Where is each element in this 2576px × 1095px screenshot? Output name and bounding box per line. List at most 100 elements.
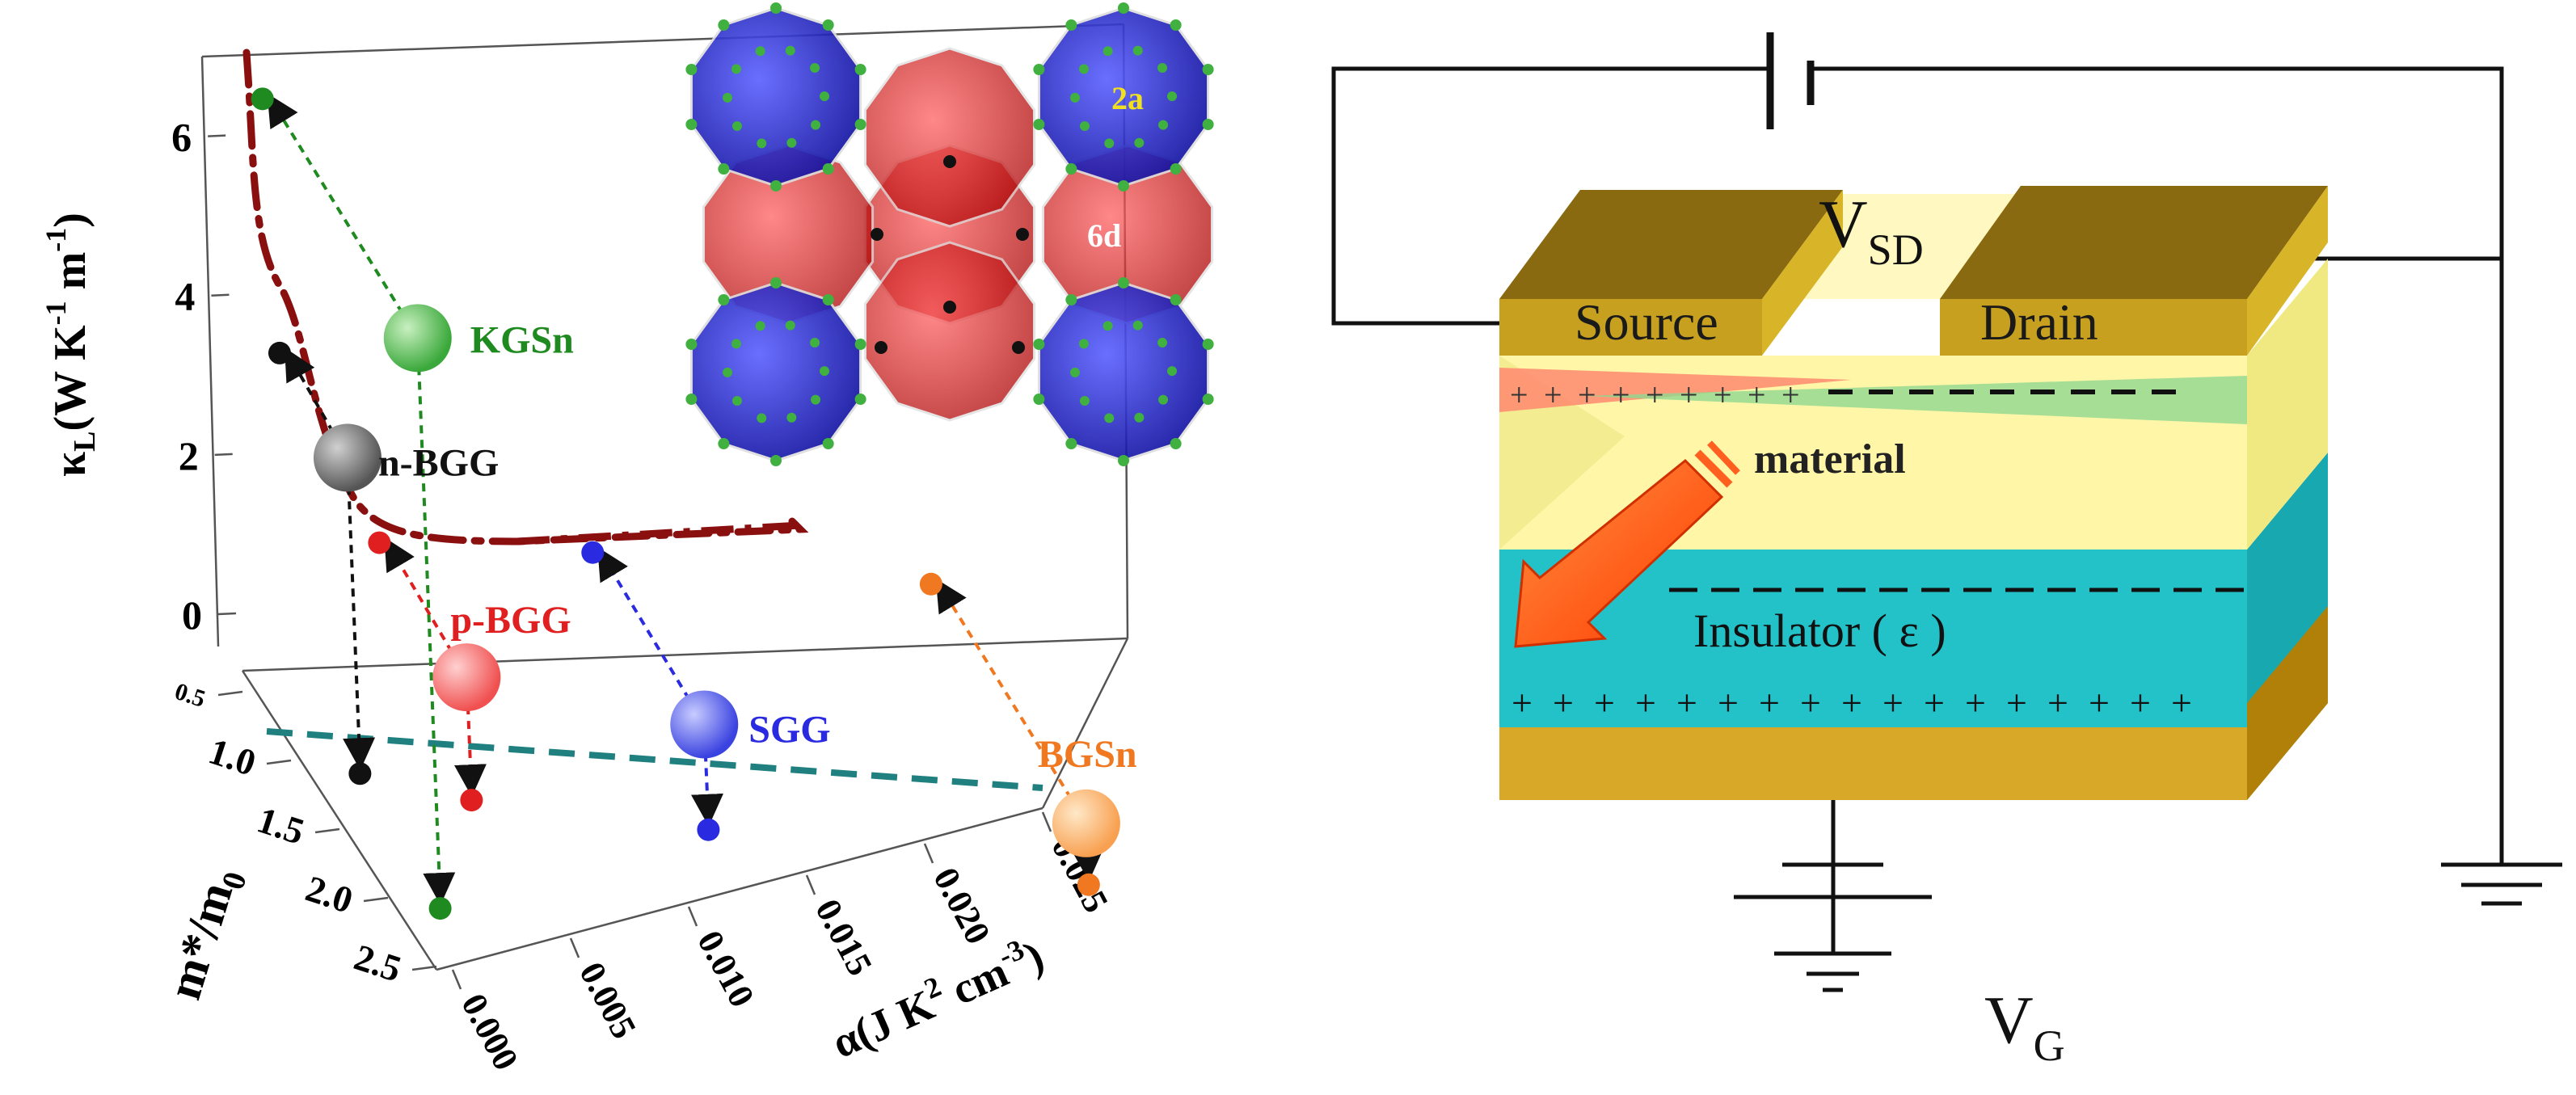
y-tick-label: 2.5 <box>349 936 406 989</box>
y-tick-mark <box>217 690 243 697</box>
atom-marker <box>1202 393 1214 405</box>
plus-charge: + <box>2171 682 2192 723</box>
atom-marker <box>755 321 765 331</box>
atom-marker <box>822 19 834 32</box>
floor-point <box>460 789 483 812</box>
floor-projection-line <box>415 338 456 906</box>
plus-charge: + <box>1841 682 1862 723</box>
z-tick-mark <box>211 293 230 297</box>
kappa-fit-curve-tail <box>516 521 801 545</box>
drain-electrode <box>1940 299 2247 356</box>
atom-marker <box>1157 63 1168 74</box>
plus-charge: + <box>1714 377 1732 413</box>
atom-marker <box>1132 320 1143 331</box>
atom-marker <box>1170 162 1182 175</box>
atom-marker <box>723 92 733 103</box>
atom-marker-dark <box>1016 228 1029 241</box>
plus-charge: + <box>2047 682 2068 723</box>
floor-point <box>1077 873 1100 896</box>
point-p-BGG: p-BGG <box>368 531 571 812</box>
atom-marker <box>1157 338 1168 348</box>
atom-marker <box>731 64 741 74</box>
atom-marker <box>1065 162 1077 175</box>
x-tick-label: 0.020 <box>925 861 998 950</box>
atom-marker <box>685 339 698 351</box>
z-tick-label: 2 <box>179 433 199 478</box>
atom-marker <box>1078 64 1089 74</box>
atom-marker <box>1166 366 1177 377</box>
atom-marker <box>785 45 795 56</box>
atom-marker <box>819 91 829 102</box>
sphere-point <box>670 690 739 759</box>
plus-charge: + <box>1965 682 1986 723</box>
atom-marker <box>854 393 866 405</box>
x-tick-label: 0.015 <box>807 893 880 982</box>
floor-projection-line <box>343 457 376 771</box>
charge-markers: ++++++++++++++++++++++++++ <box>1510 377 2244 723</box>
point-BGSn: BGSn <box>919 572 1137 896</box>
cage-6d <box>863 241 1036 422</box>
plus-charge: + <box>1612 377 1630 413</box>
cage-2a <box>689 6 862 187</box>
x-tick-mark <box>569 937 580 958</box>
y-tick-mark <box>411 965 437 971</box>
atom-marker-dark <box>943 301 956 314</box>
y-tick-mark <box>314 828 340 834</box>
point-SGG: SGG <box>581 541 831 841</box>
plus-charge: + <box>1578 377 1596 413</box>
plus-charge: + <box>1718 682 1739 723</box>
floor-fit-line <box>266 728 1043 791</box>
plus-charge: + <box>1781 377 1800 413</box>
x-tick-mark <box>687 906 698 927</box>
atom-marker <box>755 46 765 57</box>
atom-marker <box>731 339 741 349</box>
point-label: KGSn <box>470 318 574 361</box>
plus-charge: + <box>1748 377 1766 413</box>
atom-marker <box>822 294 834 306</box>
atom-marker <box>1202 64 1214 76</box>
field-arrow-icon <box>1514 440 1740 648</box>
drain-label: Drain <box>1980 293 2098 351</box>
z-tick-label: 6 <box>171 115 192 160</box>
atom-marker <box>1158 394 1169 405</box>
atom-marker <box>770 277 782 288</box>
atom-marker <box>757 138 767 149</box>
atom-marker <box>822 437 834 449</box>
atom-marker <box>1202 339 1214 351</box>
point-label: BGSn <box>1038 733 1137 776</box>
cage-6d <box>863 47 1036 228</box>
plus-charge: + <box>2006 682 2027 723</box>
fet-circuit-schematic: ++++++++++++++++++++++++++ Source Drain … <box>1331 32 2562 1070</box>
z-tick-label: 0 <box>182 592 202 638</box>
wall-point <box>268 341 291 364</box>
atom-marker <box>1079 120 1090 131</box>
atom-marker <box>1078 339 1089 349</box>
site-label-2a: 2a <box>1111 80 1144 116</box>
y-tick-mark <box>266 759 292 765</box>
plus-charge: + <box>1680 377 1698 413</box>
vg-label: VG <box>1984 983 2065 1070</box>
point-label: n-BGG <box>378 441 499 484</box>
atom-marker <box>1170 19 1182 32</box>
atom-marker <box>1158 120 1169 130</box>
cage-2a <box>1037 281 1210 462</box>
z-tick-label: 4 <box>175 274 195 319</box>
y-tick-label: 0.5 <box>171 678 209 713</box>
atom-marker <box>1070 367 1081 377</box>
atom-marker <box>685 64 698 76</box>
atom-marker <box>718 437 730 449</box>
atom-marker <box>1134 137 1145 148</box>
source-electrode-top <box>1499 190 1843 299</box>
floor-point <box>348 762 372 785</box>
atom-marker <box>1033 339 1045 351</box>
plus-charge: + <box>1510 377 1528 413</box>
plus-charge: + <box>1635 682 1656 723</box>
z-tick-mark <box>214 453 233 457</box>
plus-charge: + <box>1676 682 1697 723</box>
ground-icon-drain <box>2441 862 2562 906</box>
insulator-label: Insulator ( ε ) <box>1693 604 1946 657</box>
atom-marker <box>1118 277 1129 288</box>
source-electrode <box>1499 299 1762 356</box>
atom-marker <box>1118 180 1129 192</box>
